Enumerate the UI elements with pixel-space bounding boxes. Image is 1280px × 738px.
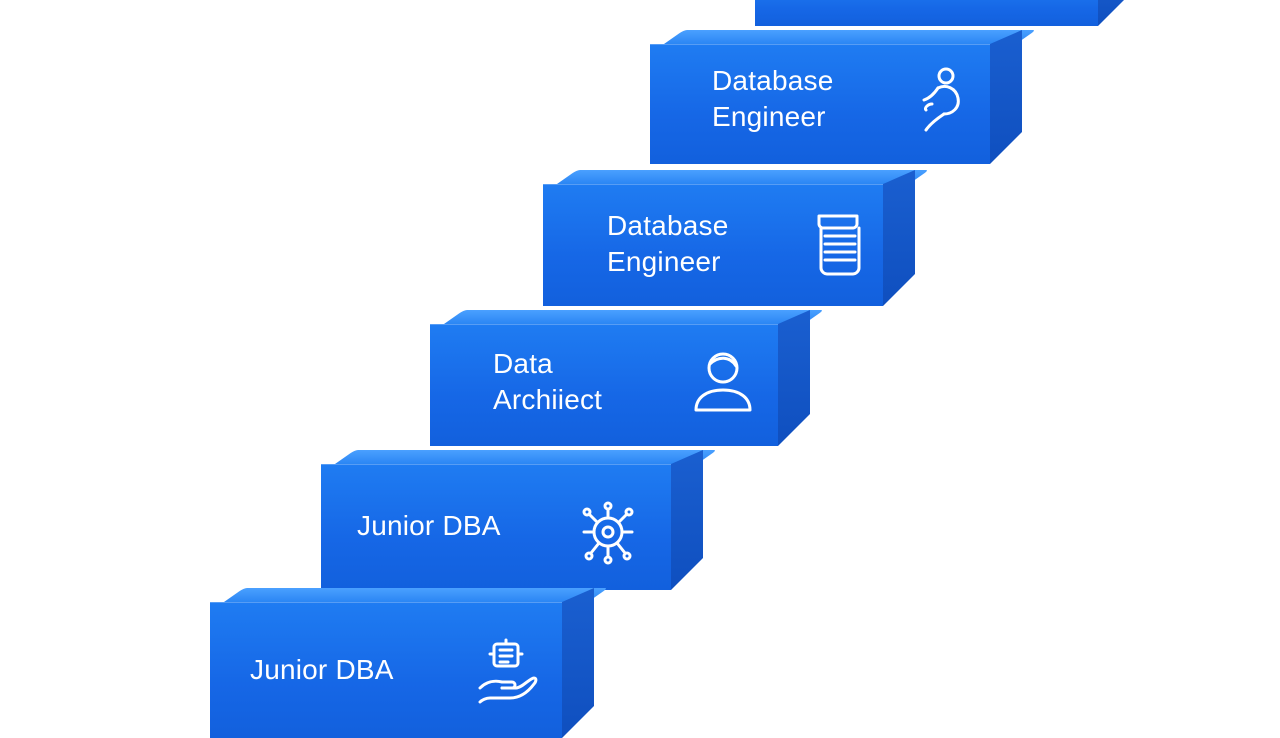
step-2: Junior DBA [321, 450, 717, 590]
career-staircase: Database Engineer Database Engineer [210, 0, 1280, 738]
step-3: Data Archiiect [430, 310, 824, 446]
step-4: Database Engineer [543, 170, 929, 306]
step-label: Database Engineer [607, 210, 729, 277]
step-label: Junior DBA [250, 654, 394, 685]
step-5: Database Engineer [650, 30, 1036, 164]
step-label: Junior DBA [357, 510, 501, 541]
person-icon [688, 348, 758, 418]
step-label: Data Archiiect [493, 348, 603, 415]
hand-gear-icon [472, 636, 542, 706]
step-1: Junior DBA [210, 588, 608, 738]
step-6 [755, 0, 1130, 26]
step-label: Database Engineer [712, 65, 834, 132]
person-climbing-icon [908, 64, 978, 134]
bug-gear-icon [573, 498, 643, 568]
database-icon [805, 210, 875, 280]
